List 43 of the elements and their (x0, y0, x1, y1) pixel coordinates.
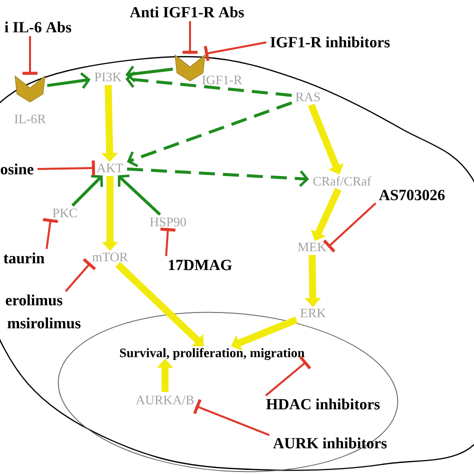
receptor-label: IGF1-R (202, 76, 242, 84)
block-arrow (231, 316, 298, 351)
outcome-label: Survival, proliferation, migration (120, 348, 304, 360)
inhibition-line (160, 228, 176, 256)
arrow (125, 66, 173, 82)
inhibition-line (265, 356, 312, 396)
inhibition-line (64, 258, 96, 292)
drug-label: HDAC inhibitors (266, 398, 380, 410)
protein-label: HSP90 (150, 218, 186, 226)
protein-label: ERK (300, 308, 326, 318)
arrow (126, 101, 292, 168)
protein-label: PKC (52, 208, 77, 218)
protein-label: AURKA/B (136, 396, 194, 404)
arrow (46, 72, 91, 89)
protein-label: mTOR (92, 252, 128, 262)
drug-label: osine (0, 164, 34, 174)
inhibition-line (37, 160, 96, 176)
protein-label: PI3K (94, 72, 122, 82)
drug-label: Anti IGF1-R Abs (130, 6, 244, 18)
drug-label: taurin (4, 252, 44, 264)
inhibition-line (193, 399, 270, 436)
arrow (125, 71, 292, 97)
inhibition-line (42, 218, 58, 249)
receptor-icon (14, 75, 46, 102)
block-arrow (115, 262, 204, 346)
inhibition-line (204, 41, 266, 62)
inhibition-line (182, 21, 198, 54)
arrow (71, 175, 103, 207)
drug-label: 17DMAG (168, 260, 232, 270)
protein-label: RAS (296, 92, 320, 102)
arrow (126, 167, 310, 188)
protein-label: CRaf/CRaf (313, 176, 372, 186)
drug-label: msirolimus (8, 318, 80, 328)
receptor-label: IL-6R (14, 114, 46, 124)
inhibition-line (323, 202, 376, 253)
protein-label: MEK (298, 242, 326, 252)
inhibition-line (22, 36, 38, 75)
drug-label: i IL-6 Abs (4, 22, 72, 32)
arrow (118, 174, 162, 216)
protein-label: AKT (96, 164, 124, 172)
drug-label: AS703026 (379, 190, 445, 200)
drug-label: IGF1-R inhibitors (270, 36, 390, 48)
drug-label: erolimus (6, 294, 62, 306)
